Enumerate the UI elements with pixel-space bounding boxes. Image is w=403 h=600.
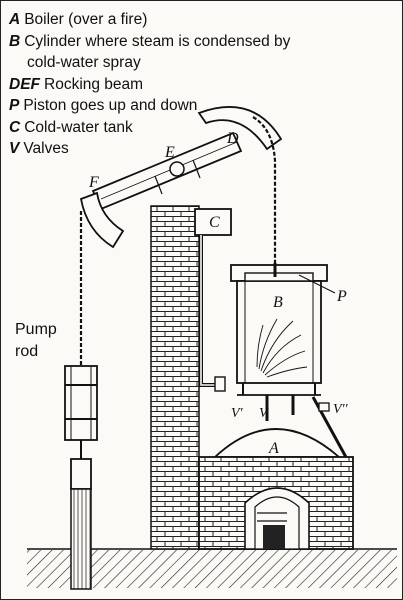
legend-item-continuation: cold-water spray	[27, 54, 141, 71]
boiler	[198, 428, 354, 550]
legend-text: Piston goes up and down	[23, 97, 198, 114]
label-V-double-prime: V''	[333, 402, 349, 417]
legend-text: Rocking beam	[44, 75, 144, 93]
legend-text: Cylinder where steam is condensed by	[24, 32, 291, 50]
cold-water-tank	[194, 208, 232, 392]
label-V-prime: V'	[231, 406, 244, 421]
label-E: E	[164, 144, 175, 161]
legend-key: B	[9, 32, 21, 50]
legend-key: P	[9, 97, 20, 114]
legend-key: C	[9, 118, 21, 136]
pump-rod-label-line-2: rod	[15, 343, 39, 360]
legend-text: Valves	[23, 140, 69, 157]
legend-key: V	[9, 140, 20, 157]
label-F: F	[88, 174, 99, 191]
label-C: C	[209, 214, 220, 231]
piston-pointer	[298, 274, 336, 294]
label-D: D	[226, 130, 239, 147]
label-A: A	[268, 440, 279, 457]
label-V: V	[259, 406, 269, 421]
rocking-beam	[79, 106, 283, 249]
legend-key: DEF	[9, 75, 40, 93]
pump-rod-label: Pump rod	[15, 319, 57, 363]
label-P: P	[336, 288, 347, 305]
brick-pillar	[150, 205, 200, 550]
pump-rod	[64, 365, 98, 590]
legend-text: Boiler (over a fire)	[24, 11, 148, 28]
cylinder	[230, 264, 349, 460]
legend-text: Cold-water tank	[24, 118, 133, 136]
chain-right	[252, 116, 277, 263]
label-B: B	[273, 294, 283, 311]
legend-key: A	[9, 11, 21, 28]
pump-rod-label-line-1: Pump	[15, 321, 57, 338]
